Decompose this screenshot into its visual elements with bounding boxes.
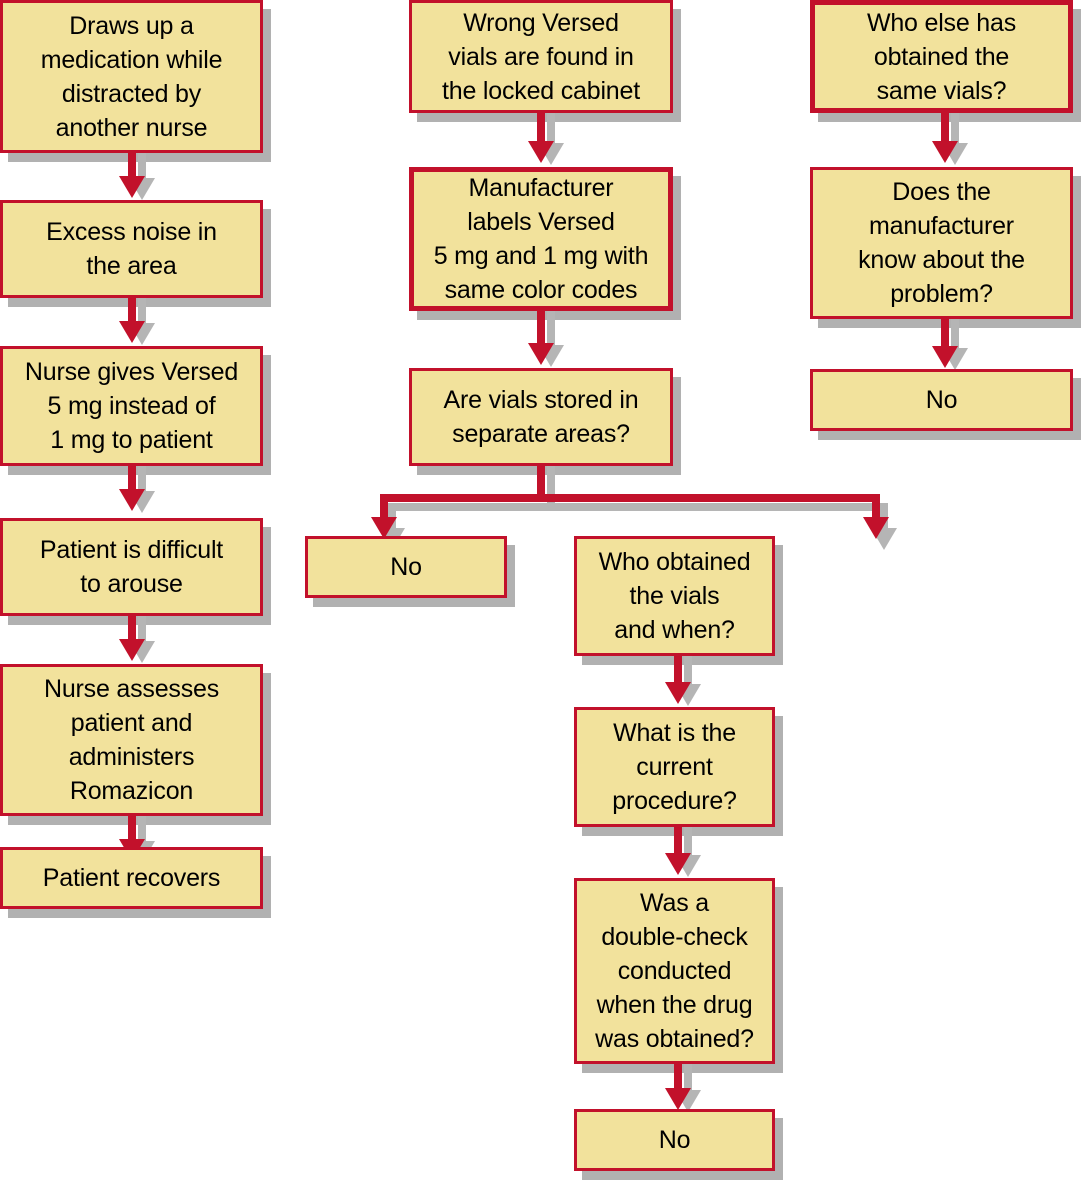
node-c2n8[interactable]: No [574, 1109, 775, 1171]
arrowhead-icon [528, 343, 554, 365]
connector-c1n2-c1n3 [128, 298, 136, 328]
branch-bar-shadow [388, 503, 888, 511]
connector-shadow [547, 113, 555, 151]
branch-left [380, 494, 388, 524]
node-c2n4[interactable]: No [305, 536, 507, 598]
connector-c1n4-c1n5 [128, 616, 136, 646]
connector-shadow [684, 827, 692, 863]
connector-shadow [951, 319, 959, 360]
connector-c3n1-c3n2 [941, 113, 949, 148]
arrowhead-icon [119, 489, 145, 511]
connector-c2n5-c2n6 [674, 656, 682, 689]
arrowhead-icon [863, 517, 889, 539]
connector-c2n2-c2n3 [537, 311, 545, 353]
node-label: No [658, 1126, 691, 1154]
connector-shadow [684, 656, 692, 692]
node-label: No [925, 386, 958, 414]
branch-bar [380, 494, 880, 502]
arrowhead-icon [932, 346, 958, 368]
arrowhead-icon [665, 682, 691, 704]
node-label: Patient recovers [42, 864, 221, 892]
branch-right [872, 494, 880, 524]
branch-stub [537, 466, 545, 498]
arrowhead-icon [119, 321, 145, 343]
arrowhead-icon [932, 141, 958, 163]
node-c1n6[interactable]: Patient recovers [0, 847, 263, 909]
arrowhead-icon [528, 141, 554, 163]
connector-shadow [138, 616, 146, 649]
connector-shadow [138, 816, 146, 849]
connector-c2n6-c2n7 [674, 827, 682, 860]
connector-shadow [138, 298, 146, 331]
connector-c3n2-c3n3 [941, 319, 949, 357]
connector-shadow [951, 113, 959, 151]
connector-c1n5-c1n6 [128, 816, 136, 846]
connector-shadow [547, 311, 555, 356]
connector-c2n7-c2n8 [674, 1064, 682, 1097]
arrowhead-icon [119, 176, 145, 198]
connector-shadow [138, 153, 146, 186]
arrowhead-icon [665, 853, 691, 875]
node-c3n3[interactable]: No [810, 369, 1073, 431]
branch-stub-shadow [547, 466, 555, 506]
connector-shadow [684, 1064, 692, 1100]
connector-c1n3-c1n4 [128, 466, 136, 496]
connector-c1n1-c1n2 [128, 153, 136, 183]
arrowhead-icon [119, 639, 145, 661]
node-label: No [390, 553, 422, 581]
connector-shadow [138, 466, 146, 499]
arrowhead-icon [371, 517, 397, 539]
arrowhead-icon [665, 1088, 691, 1110]
connector-c2n1-c2n2 [537, 113, 545, 148]
